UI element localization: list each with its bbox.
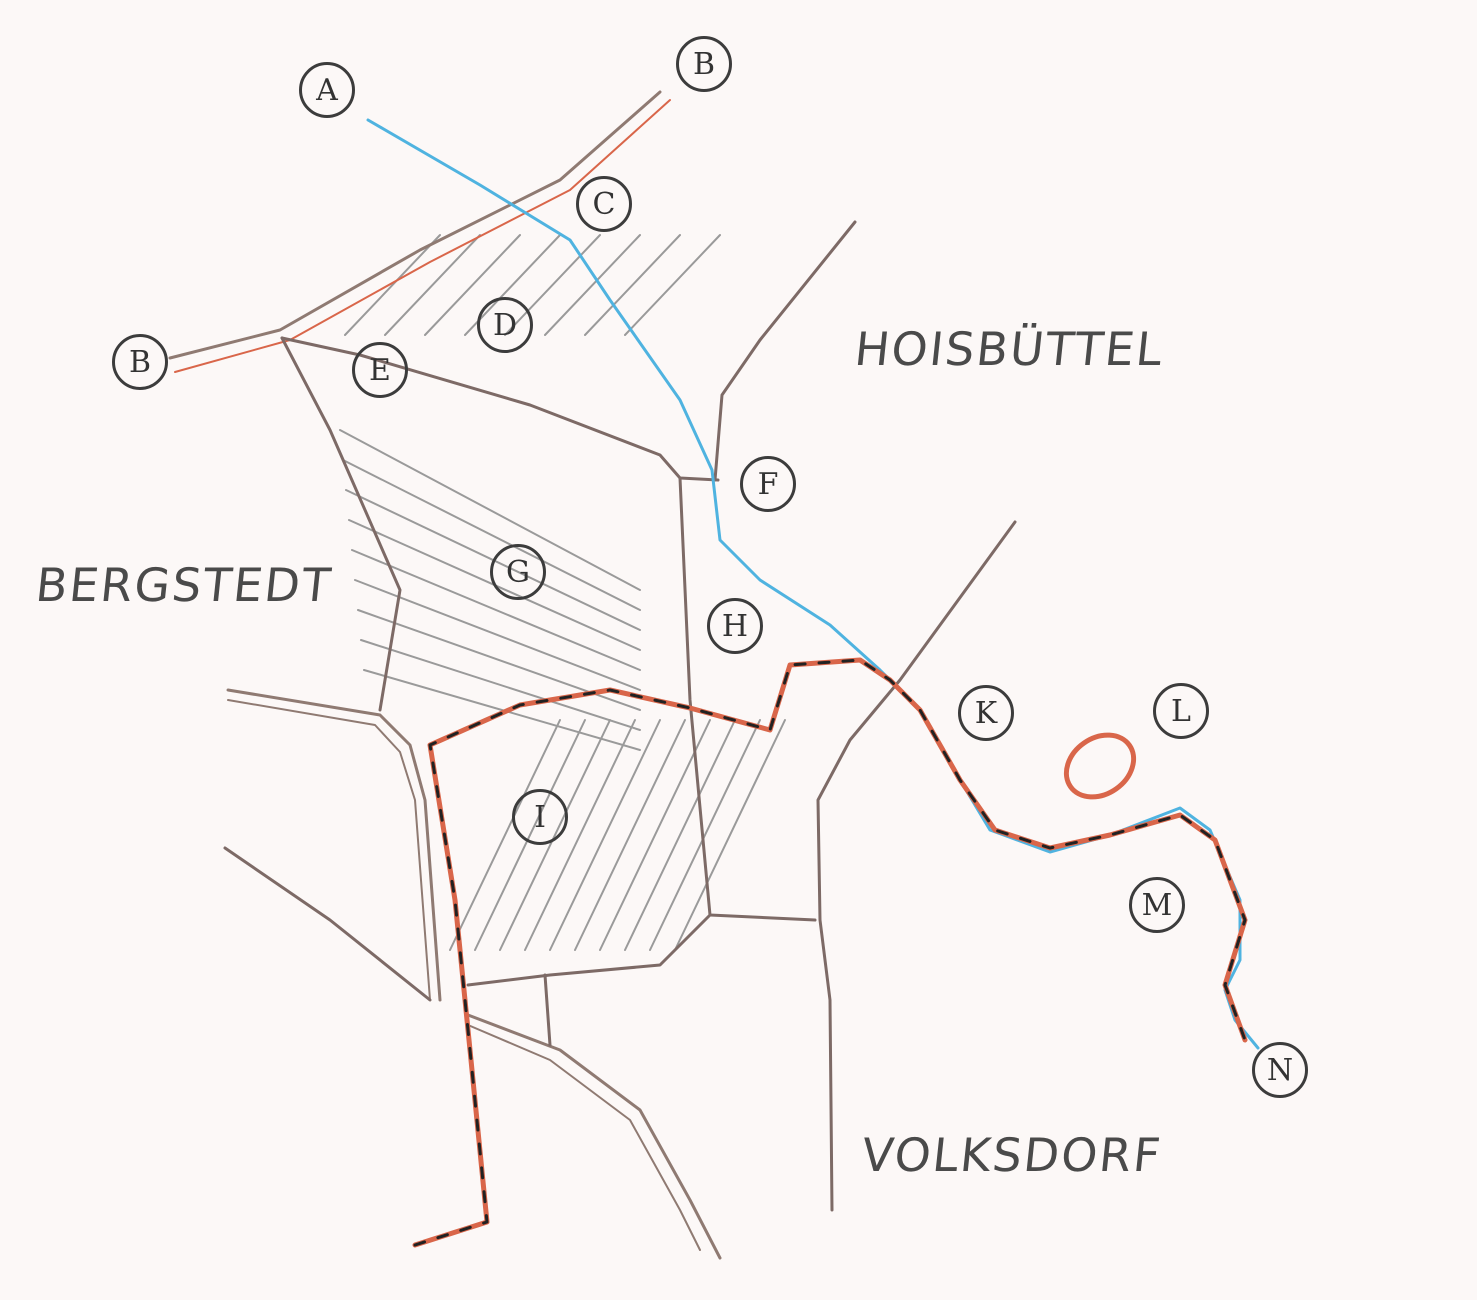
boundary-f xyxy=(713,220,857,482)
place-hoisbuettel: HOISBÜTTEL xyxy=(852,322,1167,376)
marker-g: G xyxy=(490,544,546,600)
map-lines xyxy=(168,90,1260,1260)
hatch-area-d xyxy=(544,234,641,336)
marker-k: K xyxy=(958,685,1014,741)
marker-e: E xyxy=(352,342,408,398)
marker-h: H xyxy=(707,598,763,654)
hatch-area-g xyxy=(351,549,641,671)
boundary-southwest xyxy=(223,846,432,1002)
marker-b: B xyxy=(676,36,732,92)
marker-m: M xyxy=(1129,877,1185,933)
hatch-area-i xyxy=(449,719,561,951)
hatch-area-g xyxy=(339,429,641,591)
boundary-k xyxy=(816,520,1017,1212)
road-west xyxy=(226,688,442,1002)
marker-i: I xyxy=(512,789,568,845)
hatch-area-g xyxy=(363,669,641,751)
place-bergstedt: BERGSTEDT xyxy=(33,558,335,612)
hatch-area-d xyxy=(624,234,721,336)
hatch-area-i xyxy=(524,719,636,951)
marker-b: B xyxy=(112,334,168,390)
hatch-area-i xyxy=(649,719,761,951)
hatch-area-i xyxy=(674,719,786,951)
hatch-area-d xyxy=(344,234,441,336)
hatch-area-g xyxy=(354,579,641,691)
hatch-area-g xyxy=(342,459,641,611)
road-south-edge xyxy=(467,1024,701,1251)
marker-d: D xyxy=(477,297,533,353)
road-south xyxy=(466,1013,722,1260)
hatch-area-i xyxy=(624,719,736,951)
hatch-area-i xyxy=(549,719,661,951)
marker-n: N xyxy=(1252,1042,1308,1098)
marker-a: A xyxy=(299,62,355,118)
boundary-g-west xyxy=(280,336,402,712)
boundary-h xyxy=(678,476,817,922)
boundary-south-small xyxy=(543,973,552,1047)
place-volksdorf: VOLKSDORF xyxy=(859,1128,1165,1182)
boundary-i-south xyxy=(466,913,712,987)
hatch-area-d xyxy=(384,234,481,336)
boundary-e xyxy=(280,336,720,482)
road-b-b-edge xyxy=(174,99,671,373)
hatch-area-i xyxy=(574,719,686,951)
marker-c: C xyxy=(576,176,632,232)
pond xyxy=(1063,732,1137,800)
hatch-area-i xyxy=(599,719,711,951)
hatched-areas xyxy=(339,234,786,951)
red-boundary-dashes xyxy=(413,658,1247,1247)
hatch-area-d xyxy=(584,234,681,336)
hatch-area-g xyxy=(357,609,641,711)
marker-f: F xyxy=(740,456,796,512)
marker-l: L xyxy=(1153,683,1209,739)
hatch-area-d xyxy=(424,234,521,336)
road-west-edge xyxy=(227,699,431,1001)
road-b-b xyxy=(168,90,662,360)
hatch-area-g xyxy=(360,639,641,731)
